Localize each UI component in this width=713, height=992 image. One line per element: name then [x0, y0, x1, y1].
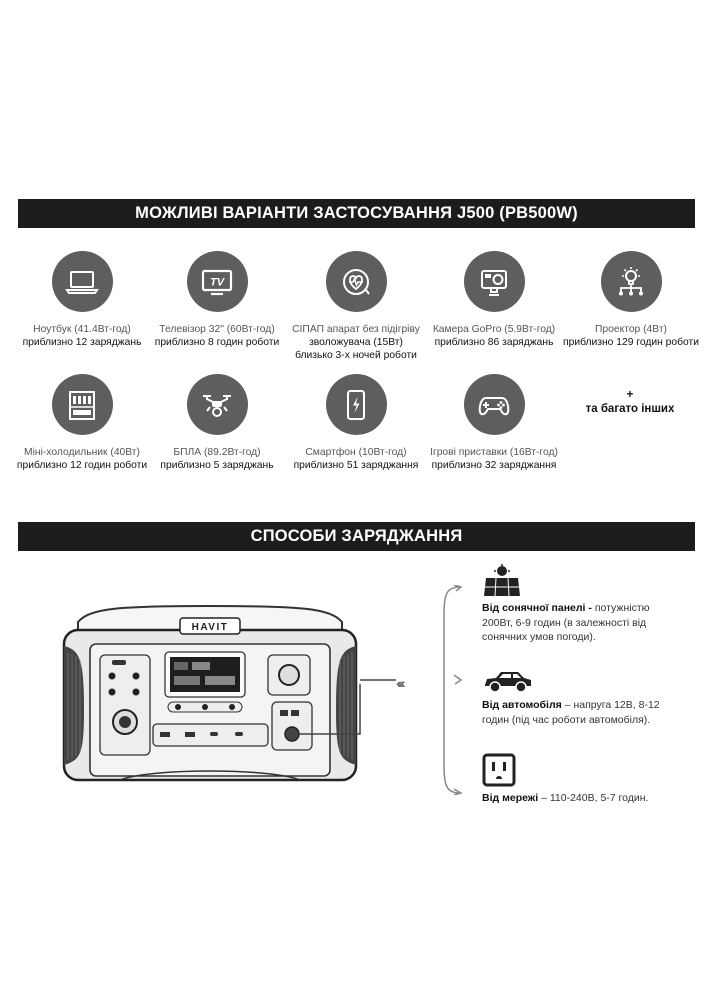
- charging-grid: Від мережі – 110-240В, 5-7 годин.: [482, 791, 682, 806]
- charging-bracket: [443, 585, 462, 795]
- plus-sign: +: [626, 389, 634, 401]
- usage-detail: приблизно 12 заряджань: [22, 337, 142, 348]
- cpap-icon: [325, 251, 387, 312]
- mini-fridge-icon: [51, 374, 113, 435]
- usage-label: СІПАП апарат без підігріву: [292, 324, 420, 335]
- power-outlet-icon: [482, 753, 516, 787]
- charging-title: Від автомобіля: [482, 699, 562, 711]
- smartphone-icon: [325, 374, 387, 435]
- drone-icon: [186, 374, 248, 435]
- usage-smartphone: Смартфон (10Вт-год) приблизно 51 заряджа…: [281, 374, 431, 472]
- car-icon: [485, 672, 531, 693]
- usage-detail: приблизно 8 годин роботи: [154, 337, 280, 348]
- gopro-camera-icon: [463, 251, 525, 312]
- usage-label: Ноутбук (41.4Вт-год): [33, 324, 131, 335]
- usage-detail: приблизно 12 годин роботи: [16, 460, 148, 471]
- usage-cpap: СІПАП апарат без підігріву зволожувача (…: [281, 251, 431, 362]
- left-grille: [64, 646, 84, 765]
- usage-detail: приблизно 5 заряджань: [160, 460, 274, 471]
- usage-label: Телевізор 32" (60Вт-год): [159, 324, 275, 335]
- usage-gamepad: Ігрові приставки (16Вт-год) приблизно 32…: [419, 374, 569, 472]
- laptop-icon: [51, 251, 113, 312]
- usage-laptop: Ноутбук (41.4Вт-год) приблизно 12 зарядж…: [7, 251, 157, 349]
- usage-detail: приблизно 51 заряджання: [293, 460, 419, 471]
- usage-label: БПЛА (89.2Вт-год): [173, 447, 261, 458]
- tv-icon-text: TV: [210, 276, 226, 288]
- usage-banner: МОЖЛИВІ ВАРІАНТИ ЗАСТОСУВАННЯ J500 (PB50…: [18, 199, 695, 228]
- more-uses: + та багато інших: [560, 388, 700, 416]
- usage-detail: приблизно 32 заряджання: [431, 460, 557, 471]
- usage-label: Проектор (4Вт): [595, 324, 667, 335]
- usage-tv: TV Телевізор 32" (60Вт-год) приблизно 8 …: [142, 251, 292, 349]
- usage-detail: приблизно 86 заряджань: [434, 337, 554, 348]
- power-station-illustration: HAVIT: [62, 604, 361, 782]
- charging-text: – напруга 12В, 8-12 годин (під час робот…: [482, 699, 660, 726]
- usage-label: Міні-холодильник (40Вт): [24, 447, 140, 458]
- usage-detail: приблизно 129 годин роботи: [563, 337, 699, 348]
- brand-label: HAVIT: [192, 622, 229, 633]
- usage-projector: Проектор (4Вт) приблизно 129 годин робот…: [556, 251, 706, 349]
- usage-label: Камера GoPro (5.9Вт-год): [432, 324, 556, 335]
- charging-banner: СПОСОБИ ЗАРЯДЖАННЯ: [18, 522, 695, 551]
- more-uses-text: та багато інших: [585, 403, 675, 415]
- tv-icon: TV: [186, 251, 248, 312]
- usage-label: Смартфон (10Вт-год): [305, 447, 407, 458]
- usage-drone: БПЛА (89.2Вт-год) приблизно 5 заряджань: [142, 374, 292, 472]
- charging-text: потужністю 200Вт, 6-9 годин (в залежност…: [482, 602, 650, 643]
- usage-mini-fridge: Міні-холодильник (40Вт) приблизно 12 год…: [7, 374, 157, 472]
- gamepad-icon: [463, 374, 525, 435]
- charging-title: Від мережі: [482, 792, 539, 804]
- usage-label: Ігрові приставки (16Вт-год): [430, 447, 558, 458]
- charging-solar: Від сонячної панелі - потужністю 200Вт, …: [482, 601, 682, 645]
- usage-gopro: Камера GoPro (5.9Вт-год) приблизно 86 за…: [419, 251, 569, 349]
- charging-title: Від сонячної панелі -: [482, 602, 592, 614]
- solar-panel-icon: [484, 564, 520, 597]
- charging-text: – 110-240В, 5-7 годин.: [541, 792, 649, 804]
- charging-car: Від автомобіля – напруга 12В, 8-12 годин…: [482, 698, 682, 727]
- right-grille: [336, 646, 356, 765]
- usage-detail: зволожувача (15Вт) близько 3-х ночей роб…: [295, 337, 417, 361]
- projector-icon: [600, 251, 662, 312]
- arrow-chevrons: ‹‹‹‹: [396, 675, 406, 691]
- cable-line: [360, 679, 396, 681]
